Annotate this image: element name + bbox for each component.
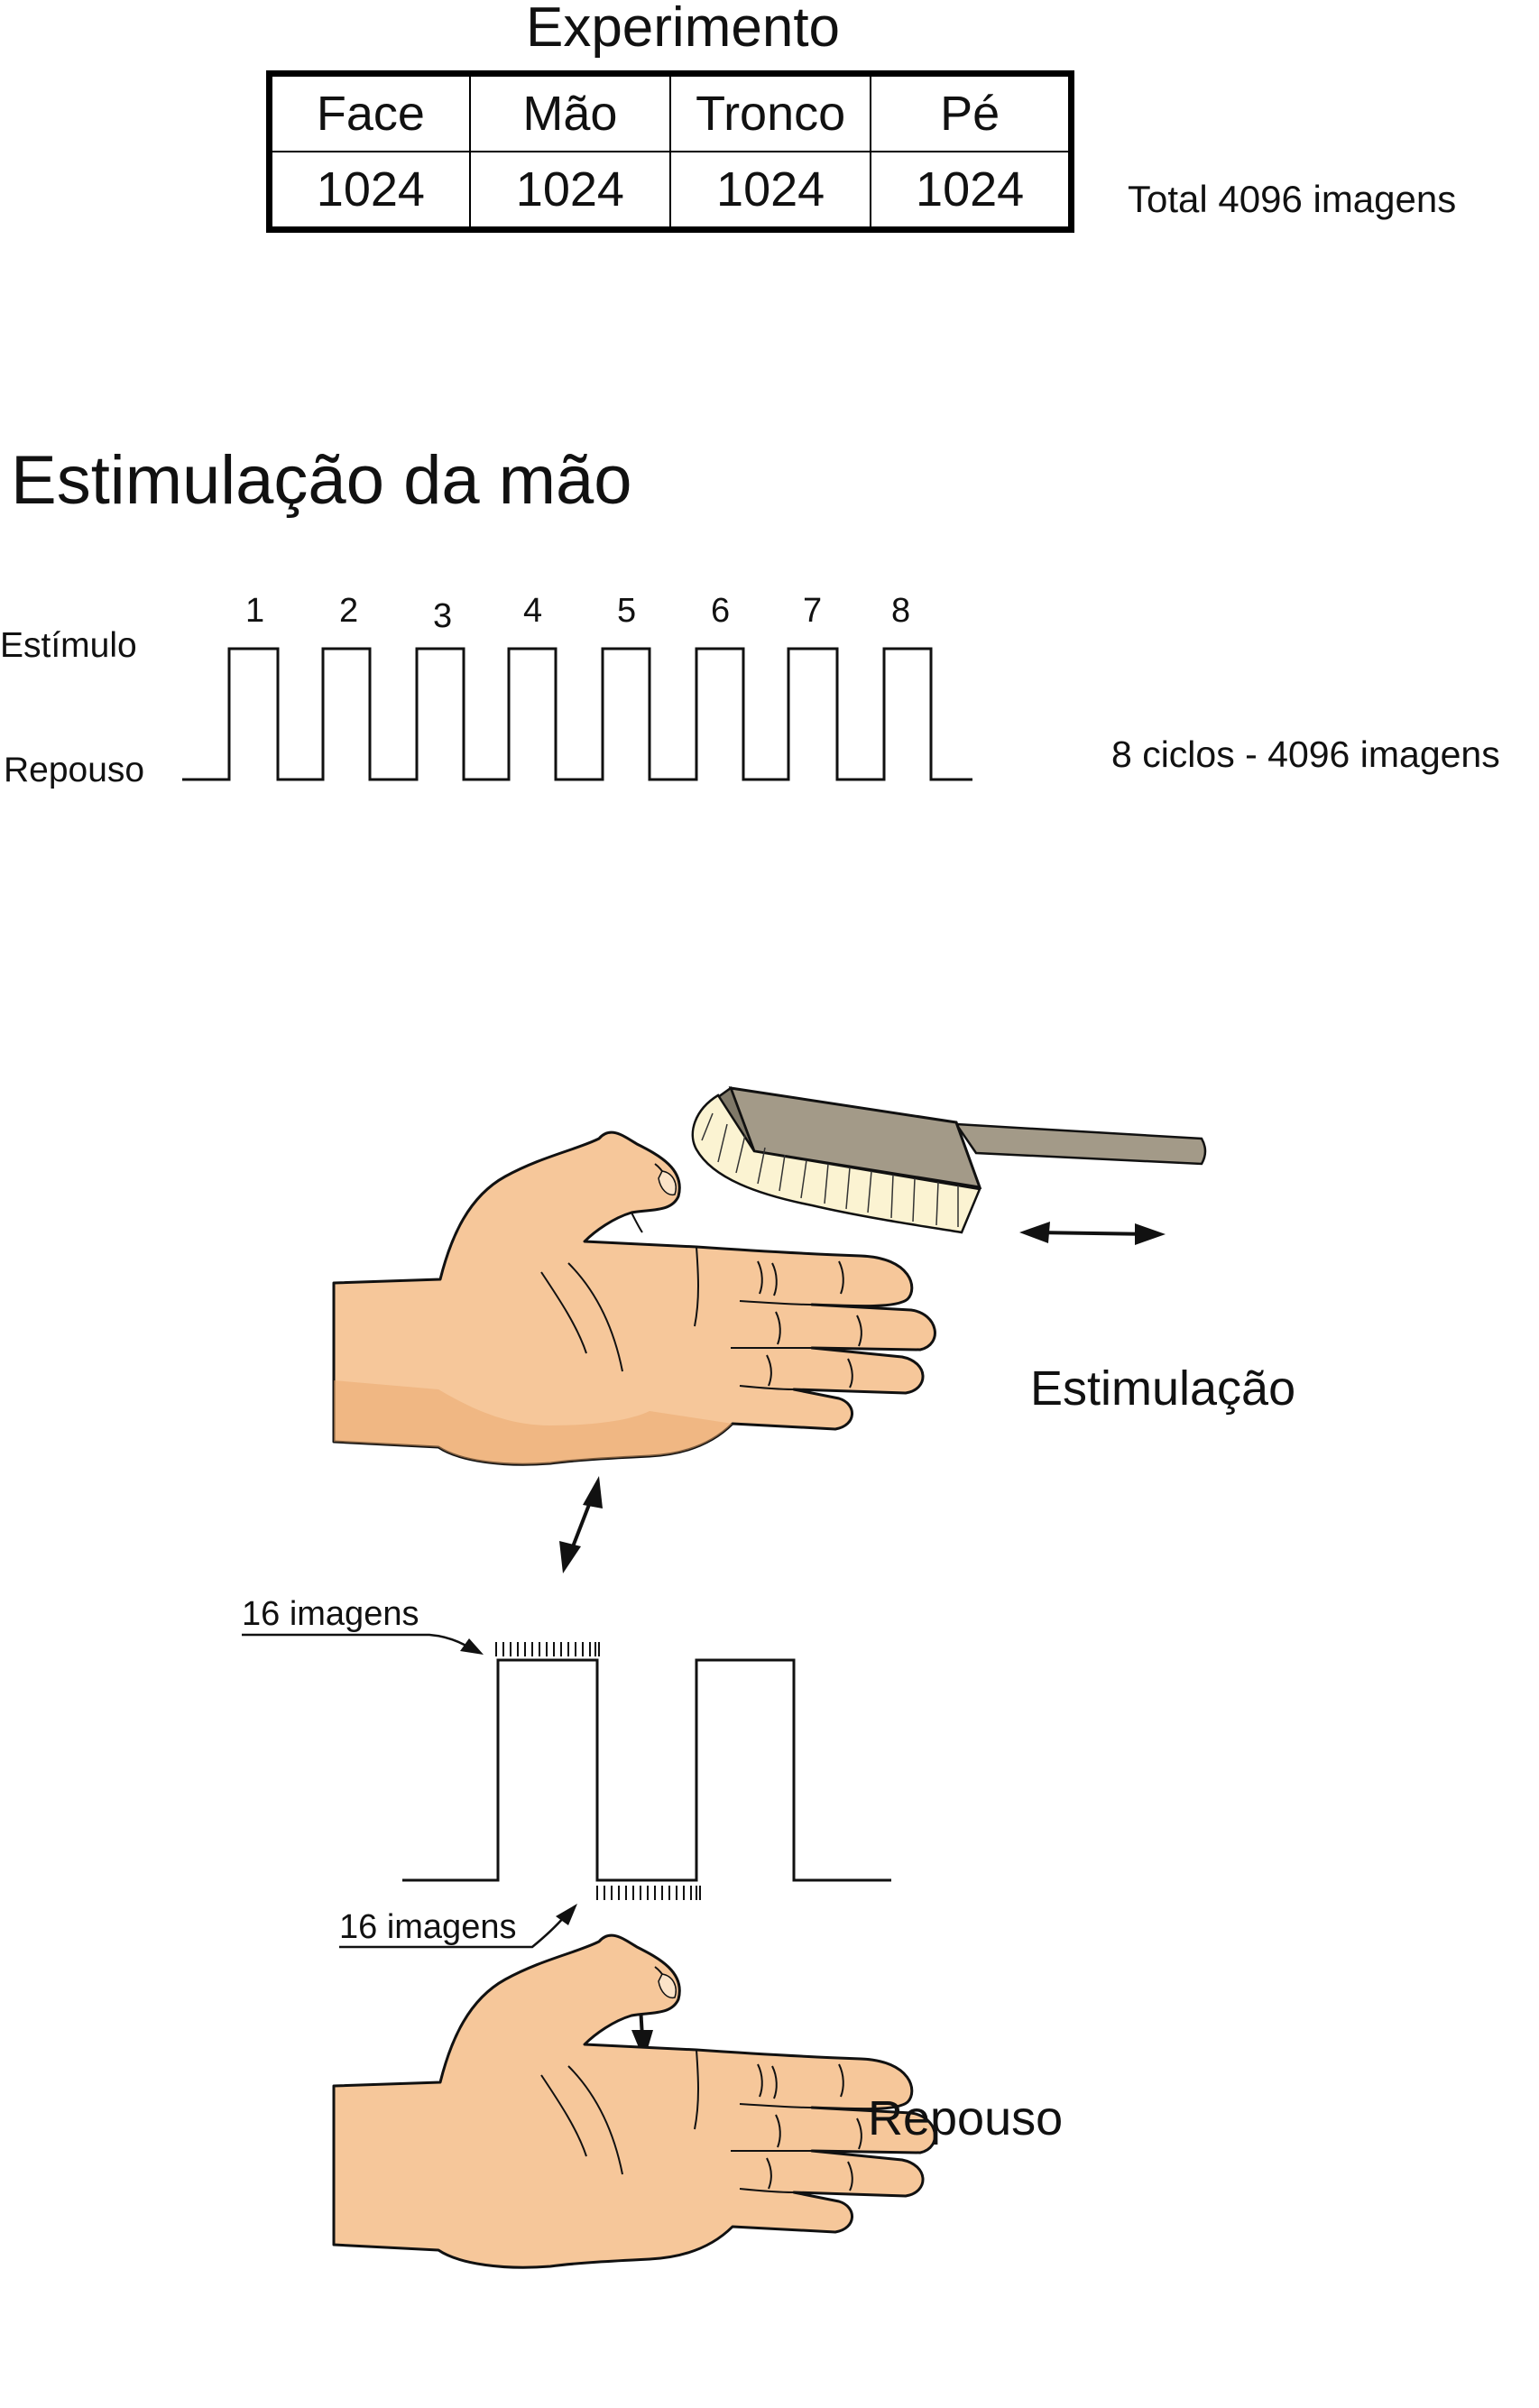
table-header-cell: Tronco xyxy=(668,72,872,152)
images-count-bottom: 16 imagens xyxy=(339,1908,517,1946)
cycle-number: 2 xyxy=(339,592,359,630)
stimulus-level-label: Estímulo xyxy=(0,626,137,665)
leader-bottom xyxy=(339,1904,577,1949)
hand-stimulation-icon xyxy=(332,1130,936,1466)
cycle-number: 5 xyxy=(617,592,637,630)
cycle-number: 8 xyxy=(891,592,911,630)
leader-top xyxy=(242,1633,484,1655)
double-arrow-horizontal-icon xyxy=(1019,1222,1166,1245)
images-count-top: 16 imagens xyxy=(242,1595,419,1633)
cycles-label: 8 ciclos - 4096 imagens xyxy=(1111,733,1500,775)
cycle-number: 1 xyxy=(245,592,265,630)
brush-icon xyxy=(691,1086,1207,1234)
table-cell: 1024 xyxy=(468,151,672,231)
hand-rest-icon xyxy=(332,1933,936,2269)
table-header-cell: Mão xyxy=(468,72,672,152)
table-cell: 1024 xyxy=(870,151,1073,231)
experiment-table: Face Mão Tronco Pé 1024 1024 1024 1024 xyxy=(266,70,1074,233)
table-header-cell: Face xyxy=(268,72,471,152)
stimulus-square-wave xyxy=(182,647,972,781)
rest-level-label: Repouso xyxy=(4,751,145,789)
image-ticks-top xyxy=(495,1642,600,1656)
detail-square-wave xyxy=(402,1658,891,1882)
image-ticks-bottom xyxy=(596,1886,701,1900)
section-title: Estimulação da mão xyxy=(11,442,632,519)
table-row: 1024 1024 1024 1024 xyxy=(268,151,1073,231)
cycle-number: 7 xyxy=(803,592,823,630)
cycle-number: 3 xyxy=(433,597,453,635)
experiment-title: Experimento xyxy=(525,0,841,59)
table-header-row: Face Mão Tronco Pé xyxy=(268,72,1073,152)
rest-label: Repouso xyxy=(868,2091,1064,2145)
table-cell: 1024 xyxy=(668,151,872,231)
table-cell: 1024 xyxy=(268,151,471,231)
table-header-cell: Pé xyxy=(870,72,1073,152)
cycle-number: 4 xyxy=(523,592,543,630)
stimulation-label: Estimulação xyxy=(1030,1361,1296,1416)
total-images-label: Total 4096 imagens xyxy=(1128,178,1457,220)
double-arrow-diagonal-icon xyxy=(559,1476,603,1573)
cycle-number: 6 xyxy=(711,592,731,630)
